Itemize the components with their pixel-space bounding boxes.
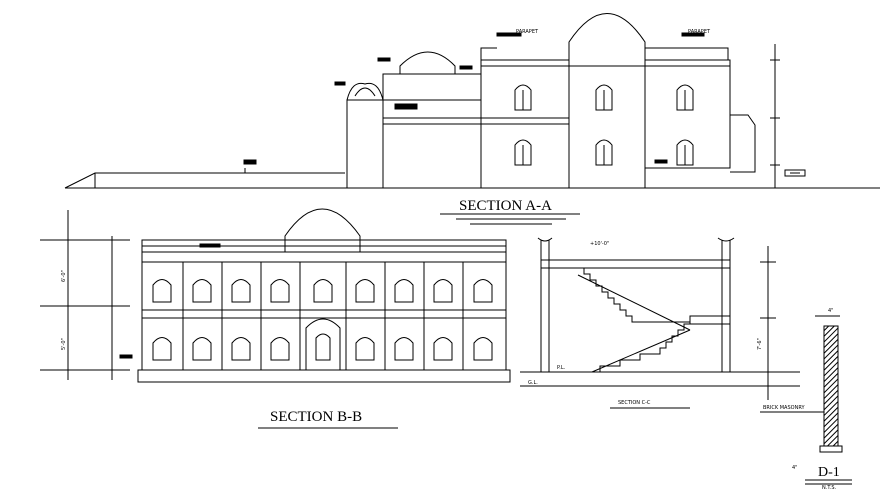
section-a-windows — [514, 84, 694, 166]
section-c-title: SECTION C-C — [618, 400, 651, 406]
section-b-dim-bottom: 5'-0" — [61, 338, 67, 350]
section-a-title-underline — [440, 213, 580, 225]
detail-d1 — [760, 315, 852, 485]
section-a-parapet-left-label: PARAPET — [516, 29, 539, 35]
section-c-level-pl: P.L. — [557, 365, 566, 371]
section-c-level-gl: G.L. — [528, 380, 538, 386]
section-a-parapet-right-label: PARAPET — [688, 29, 711, 35]
section-b-elevation — [40, 208, 511, 429]
section-a-title: SECTION A-A — [459, 198, 552, 214]
section-b-windows — [152, 279, 493, 361]
section-c-level-top: +10'-0" — [590, 241, 610, 247]
section-c-dim-right: 7'-6" — [757, 338, 763, 350]
detail-subtitle: N.T.S. — [822, 485, 837, 491]
detail-title: D-1 — [818, 465, 840, 480]
section-b-title: SECTION B-B — [270, 409, 363, 425]
section-c-stair — [520, 237, 800, 409]
detail-width-label: 4" — [828, 308, 834, 314]
section-a-elevation — [64, 13, 880, 189]
section-b-dim-top: 6'-0" — [61, 270, 67, 282]
detail-note: BRICK MASONRY — [763, 405, 805, 411]
detail-thickness: 4" — [792, 465, 798, 471]
